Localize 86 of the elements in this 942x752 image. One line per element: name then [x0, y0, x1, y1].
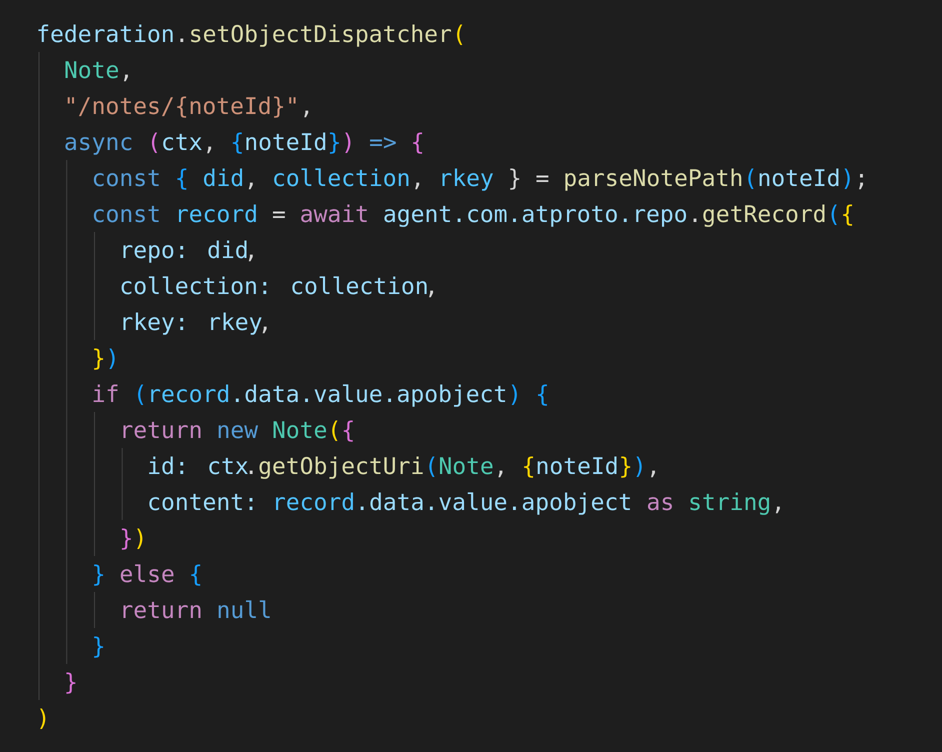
code-text: if	[94, 384, 118, 402]
code-text: getObjectUri	[260, 456, 423, 479]
code-text: ,	[415, 182, 420, 190]
code-text: )	[636, 456, 642, 478]
code-text: async	[65, 137, 132, 155]
code-text: )	[844, 168, 850, 190]
code-text: noteId	[246, 132, 326, 150]
code-text: const	[94, 206, 159, 222]
code-text: )	[345, 132, 350, 154]
code-text: agent.com.atproto.repo	[384, 206, 686, 227]
code-text: noteId	[760, 168, 838, 186]
code-text: )	[109, 348, 115, 370]
code-text: {	[177, 168, 186, 190]
code-text: ,	[304, 110, 308, 118]
code-text: (	[138, 384, 144, 406]
code-text: repo: did	[123, 240, 246, 263]
code-text: }	[122, 528, 131, 550]
code-text: } =	[510, 168, 548, 190]
code-text: {	[843, 204, 852, 226]
code-text: ,	[498, 470, 502, 478]
code-text: (	[832, 204, 837, 226]
code-text: {	[344, 420, 353, 442]
code-text: content:	[149, 494, 252, 510]
code-text: ,	[776, 506, 780, 514]
code-text: null	[218, 600, 270, 618]
code-text: getRecord	[703, 204, 824, 227]
code-text: new	[218, 425, 258, 438]
code-text: const	[94, 170, 159, 186]
code-text: .	[250, 470, 253, 474]
code-text: did	[204, 168, 242, 186]
code-text: ,	[429, 290, 434, 298]
code-text: ,	[651, 470, 655, 478]
code-text: collection: collection	[122, 276, 427, 294]
code-text: return	[123, 422, 200, 438]
code-text: noteId	[538, 456, 616, 474]
code-text: .	[180, 38, 184, 42]
code-text: string	[690, 492, 770, 515]
code-text: =>	[370, 137, 396, 148]
code-text: {	[538, 384, 547, 406]
code-text: {	[413, 132, 422, 154]
code-text: return	[123, 602, 200, 618]
code-text: {	[191, 564, 200, 586]
code-text: await	[301, 204, 367, 222]
code-text: setObjectDispatcher	[191, 24, 451, 47]
code-text: )	[512, 384, 517, 406]
code-text: record	[276, 492, 353, 510]
code-text: record	[151, 384, 228, 402]
code-text: Note	[274, 421, 326, 438]
code-text: (	[429, 456, 434, 478]
code-text: ;	[859, 174, 863, 190]
code-text: }	[621, 456, 630, 478]
code-text: ,	[248, 254, 253, 262]
code-text: federation	[38, 24, 173, 42]
code-text: (	[332, 420, 338, 442]
code-text: ,	[262, 326, 267, 334]
code-text: (	[457, 24, 462, 46]
code-text: else	[120, 564, 174, 582]
code-text: Note	[440, 457, 492, 474]
code-text: rkey	[442, 168, 493, 191]
code-text: (	[748, 168, 754, 190]
code-text: }	[66, 672, 76, 694]
code-text: collection	[274, 168, 408, 186]
code-text: parseNotePath	[565, 168, 742, 191]
code-text: ,	[248, 182, 253, 190]
code-text: ,	[207, 146, 212, 154]
code-text: (	[152, 132, 158, 154]
code-text: )	[137, 528, 142, 550]
code-text: {	[232, 132, 242, 154]
code-text: }	[330, 132, 339, 154]
code-text: {	[524, 456, 534, 478]
code-text: }	[94, 636, 104, 658]
code-text: }	[94, 564, 104, 586]
code-text: "/notes/{noteId}"	[68, 96, 296, 118]
code-text: }	[94, 348, 104, 370]
code-text: =	[272, 212, 285, 218]
code-text: )	[40, 708, 46, 730]
code-text: ctx	[163, 134, 202, 150]
code-text: id: ctx	[149, 456, 248, 474]
code-text: .data.value.apobject	[236, 384, 506, 407]
code-text: .data.value.apobject	[360, 492, 630, 515]
code-text: rkey: rkey	[123, 312, 262, 335]
code-text: Note	[66, 61, 118, 78]
code-text: .	[694, 218, 696, 222]
code-text: record	[178, 204, 256, 222]
code-text: as	[648, 497, 672, 510]
code-text: ,	[124, 74, 128, 82]
